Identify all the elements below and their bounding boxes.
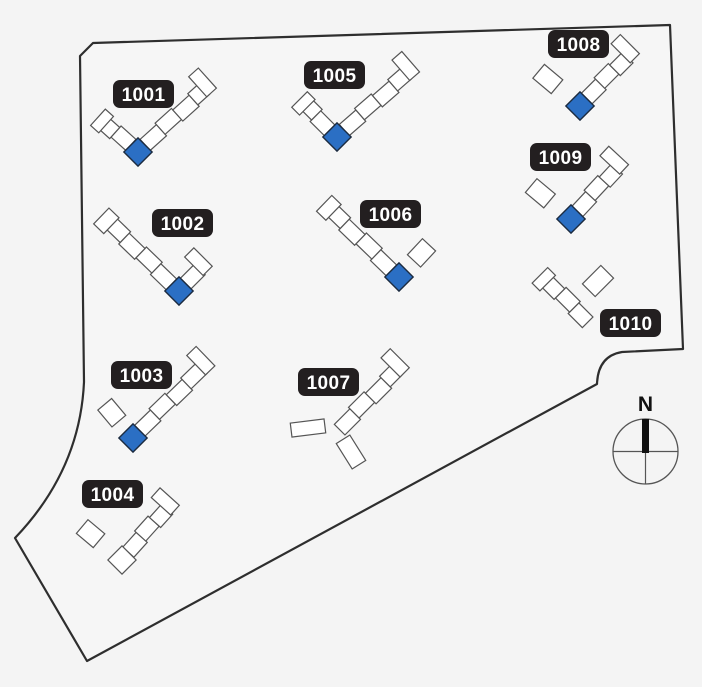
building-label-1003[interactable]: 1003: [111, 361, 172, 389]
building-footprint: [187, 67, 218, 98]
label-badge: [152, 209, 213, 237]
building-wing: [179, 247, 214, 290]
label-text: 1003: [120, 366, 164, 387]
highlighted-unit: [555, 203, 587, 235]
label-text: 1004: [91, 485, 135, 506]
building-label-1010[interactable]: 1010: [600, 309, 661, 337]
label-badge: [111, 361, 172, 389]
building-footprint: [599, 145, 630, 175]
label-text: 1010: [609, 314, 653, 335]
building-wing: [580, 33, 641, 105]
site-boundary: [13, 23, 685, 663]
building-wing: [571, 145, 630, 218]
building-1010[interactable]: [531, 264, 615, 330]
label-text: 1007: [307, 373, 351, 394]
building-wing: [289, 418, 327, 438]
building-footprint: [380, 347, 411, 378]
building-footprint: [75, 518, 106, 549]
building-footprint: [290, 90, 316, 116]
building-footprint: [183, 247, 214, 277]
building-footprint: [391, 50, 421, 82]
building-footprint: [315, 194, 343, 222]
building-footprint: [406, 237, 437, 268]
building-wing: [524, 177, 557, 209]
highlighted-unit: [122, 136, 154, 168]
label-text: 1002: [161, 214, 205, 235]
building-label-1005[interactable]: 1005: [304, 61, 365, 89]
label-badge: [360, 200, 421, 228]
building-wing: [406, 237, 437, 268]
building-1006[interactable]: [315, 194, 437, 293]
label-badge: [530, 143, 591, 171]
building-wing: [96, 397, 127, 428]
highlighted-unit: [321, 121, 353, 153]
building-wing: [290, 90, 336, 137]
highlighted-unit: [117, 422, 149, 454]
building-label-1002[interactable]: 1002: [152, 209, 213, 237]
building-wing: [75, 518, 106, 549]
label-text: 1009: [539, 148, 583, 169]
building-footprint: [150, 487, 181, 516]
building-wing: [121, 487, 181, 559]
label-badge: [82, 480, 143, 508]
building-footprint: [92, 207, 120, 235]
building-label-1004[interactable]: 1004: [82, 480, 143, 508]
building-footprint: [96, 397, 127, 428]
building-wing: [532, 63, 564, 95]
building-1009[interactable]: [524, 145, 630, 235]
label-badge: [600, 309, 661, 337]
building-label-1007[interactable]: 1007: [298, 368, 359, 396]
building-1001[interactable]: [89, 67, 218, 168]
building-label-1006[interactable]: 1006: [360, 200, 421, 228]
building-footprint: [524, 177, 557, 209]
label-text: 1001: [122, 85, 166, 106]
north-compass-icon: N: [612, 393, 679, 485]
building-wing: [581, 264, 615, 298]
highlighted-unit: [163, 275, 195, 307]
label-text: 1006: [369, 205, 413, 226]
building-footprint: [532, 63, 564, 95]
building-1007[interactable]: [289, 347, 411, 470]
building-footprint: [531, 266, 557, 292]
building-wing: [315, 194, 398, 277]
building-wing: [139, 67, 218, 152]
building-footprint: [107, 545, 137, 575]
north-needle: [642, 419, 649, 453]
label-text: 1005: [313, 66, 357, 87]
building-footprint: [610, 33, 641, 64]
building-1008[interactable]: [532, 33, 641, 122]
building-wing: [333, 347, 411, 436]
north-label: N: [638, 393, 653, 416]
building-1002[interactable]: [92, 207, 214, 307]
building-1005[interactable]: [290, 50, 421, 153]
building-footprint: [581, 264, 615, 298]
building-wing: [531, 266, 594, 329]
building-footprint: [89, 108, 115, 134]
label-badge: [304, 61, 365, 89]
building-wing: [89, 108, 137, 152]
buildings-layer: [75, 33, 641, 575]
highlighted-unit: [383, 261, 415, 293]
building-label-1001[interactable]: 1001: [113, 80, 174, 108]
label-badge: [113, 80, 174, 108]
building-wing: [92, 207, 178, 291]
building-label-1009[interactable]: 1009: [530, 143, 591, 171]
label-badge: [298, 368, 359, 396]
label-badge: [548, 30, 609, 58]
building-footprint: [185, 345, 216, 376]
building-wing: [338, 50, 421, 137]
building-1003[interactable]: [96, 345, 216, 454]
building-label-1008[interactable]: 1008: [548, 30, 609, 58]
building-footprint: [335, 434, 367, 470]
building-1004[interactable]: [75, 487, 181, 575]
building-wing: [133, 345, 216, 437]
label-text: 1008: [557, 35, 601, 56]
building-wing: [335, 434, 367, 470]
building-footprint: [289, 418, 327, 438]
highlighted-unit: [564, 90, 596, 122]
